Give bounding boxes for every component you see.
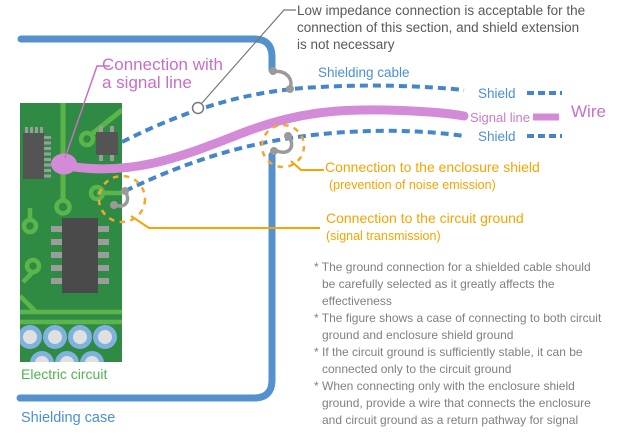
footnote-line: connected only to the circuit ground — [322, 362, 512, 376]
electric-circuit-label: Electric circuit — [21, 366, 108, 382]
enclosure-highlight-circle — [260, 123, 306, 169]
note-callout-circle — [191, 101, 205, 115]
circuit-leader — [130, 215, 320, 229]
footnote-line: * The ground connection for a shielded c… — [314, 260, 591, 274]
signal-wire — [63, 105, 469, 174]
footnote-line: effectiveness — [322, 294, 392, 308]
legend-samples — [527, 91, 562, 138]
pcb-traces — [20, 103, 122, 325]
circuit-connection-subtitle: (signal transmission) — [326, 229, 441, 243]
circuit-highlight-circle — [97, 174, 147, 224]
connector-pads — [20, 325, 117, 362]
footnote-line: ground, provide a wire that connects the… — [322, 396, 591, 410]
legend-wire-label: Wire — [571, 102, 606, 121]
hook-dots — [110, 67, 294, 209]
enclosure-connection-title: Connection to the enclosure shield — [325, 159, 540, 175]
note-line: Low impedance connection is acceptable f… — [297, 3, 586, 18]
footnote-line: * When connecting only with the enclosur… — [314, 379, 575, 393]
enclosure-leader — [290, 160, 324, 171]
shield-line-bottom — [124, 128, 465, 193]
circuit-board — [20, 103, 122, 362]
shielding-case-label: Shielding case — [21, 410, 116, 426]
legend-signal-line-label: Signal line — [470, 110, 530, 125]
footnotes: * The ground connection for a shielded c… — [314, 259, 601, 429]
note-line: connection of this section, and shield e… — [297, 20, 580, 35]
footnote-line: and circuit ground as a return pathway f… — [322, 413, 579, 427]
footnote-line: * If the circuit ground is sufficiently … — [314, 345, 583, 359]
label-line: Connection with — [102, 55, 223, 74]
ic-chip-bottom — [51, 218, 109, 293]
footnote-line: * The figure shows a case of connecting … — [314, 311, 602, 325]
footnote-line: be carefully selected as it greatly affe… — [322, 277, 555, 291]
enclosure-connection-subtitle: (prevention of noise emission) — [329, 178, 496, 192]
label-line: a signal line — [102, 73, 192, 92]
shielding-cable-label: Shielding cable — [318, 65, 410, 80]
ic-chip-small — [96, 126, 118, 161]
shielding-case-outline — [16, 35, 276, 402]
signal-label-leader — [64, 65, 110, 159]
signal-connection-label: Connection with a signal line — [102, 56, 223, 92]
legend-shield-bottom-label: Shield — [478, 129, 516, 144]
note-line: is not necessary — [297, 37, 395, 52]
ic-chip-top-left — [23, 127, 51, 179]
legend-shield-top-label: Shield — [478, 86, 516, 101]
footnote-line: ground and enclosure shield ground — [322, 328, 514, 342]
low-impedance-note: Low impedance connection is acceptable f… — [297, 2, 585, 53]
signal-solder-blob — [51, 153, 77, 175]
note-leader-line — [201, 9, 296, 104]
circuit-connection-title: Connection to the circuit ground — [326, 210, 524, 226]
